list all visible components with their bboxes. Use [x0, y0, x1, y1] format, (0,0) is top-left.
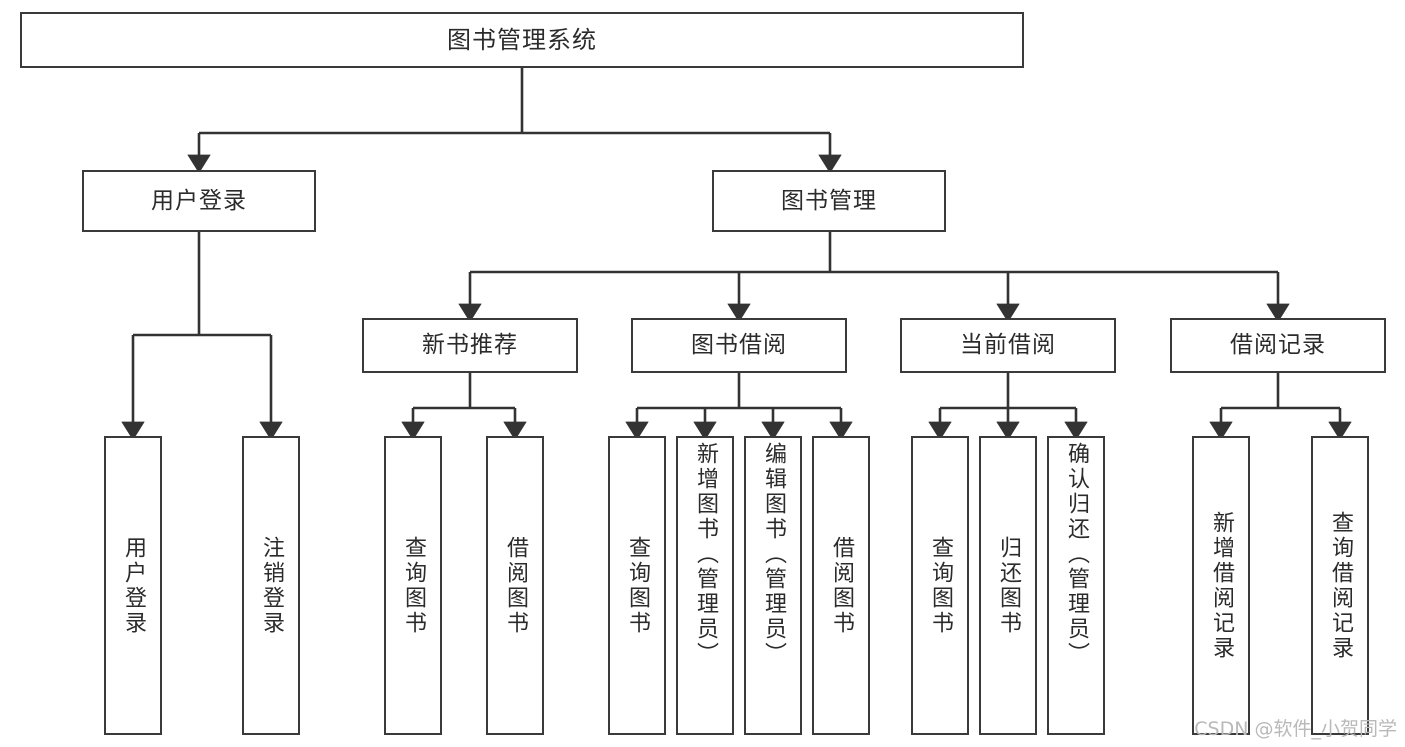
node-leaf-query-record-label: 查询借阅记录 — [1327, 510, 1353, 661]
node-current-borrow-label: 当前借阅 — [960, 332, 1056, 358]
node-new-book-recommend-label: 新书推荐 — [422, 332, 518, 358]
node-leaf-add-book[interactable]: 新增图书（管理员） — [676, 436, 734, 735]
node-root-label: 图书管理系统 — [447, 26, 597, 54]
node-leaf-query-book-1[interactable]: 查询图书 — [384, 436, 442, 735]
node-current-borrow[interactable]: 当前借阅 — [900, 318, 1116, 373]
node-new-book-recommend[interactable]: 新书推荐 — [362, 318, 578, 373]
node-leaf-user-logout[interactable]: 注销登录 — [242, 436, 300, 735]
node-leaf-query-book-3[interactable]: 查询图书 — [911, 436, 969, 735]
node-book-borrow[interactable]: 图书借阅 — [631, 318, 847, 373]
node-book-management-label: 图书管理 — [781, 187, 877, 214]
node-leaf-user-logout-label: 注销登录 — [258, 535, 284, 636]
node-leaf-query-book-1-label: 查询图书 — [400, 535, 426, 636]
node-leaf-user-login[interactable]: 用户登录 — [104, 436, 162, 735]
node-leaf-add-record-label: 新增借阅记录 — [1208, 510, 1234, 661]
node-root[interactable]: 图书管理系统 — [20, 12, 1024, 68]
node-leaf-confirm-return[interactable]: 确认归还（管理员） — [1047, 436, 1105, 735]
node-leaf-query-book-2-label: 查询图书 — [624, 535, 650, 636]
node-leaf-confirm-return-label: 确认归还（管理员） — [1063, 442, 1089, 667]
node-leaf-borrow-book-2[interactable]: 借阅图书 — [812, 436, 870, 735]
node-leaf-return-book-label: 归还图书 — [995, 535, 1021, 636]
csdn-watermark: CSDN @软件_小贺同学 — [1194, 718, 1397, 740]
node-borrow-record[interactable]: 借阅记录 — [1170, 318, 1386, 373]
node-leaf-borrow-book-1-label: 借阅图书 — [502, 535, 528, 636]
node-book-management[interactable]: 图书管理 — [712, 170, 946, 232]
node-borrow-record-label: 借阅记录 — [1230, 332, 1326, 358]
node-leaf-query-book-3-label: 查询图书 — [927, 535, 953, 636]
node-leaf-add-book-label: 新增图书（管理员） — [692, 442, 718, 667]
node-leaf-return-book[interactable]: 归还图书 — [979, 436, 1037, 735]
node-leaf-user-login-label: 用户登录 — [120, 535, 146, 636]
node-leaf-query-book-2[interactable]: 查询图书 — [608, 436, 666, 735]
node-leaf-query-record[interactable]: 查询借阅记录 — [1311, 436, 1369, 735]
node-leaf-borrow-book-1[interactable]: 借阅图书 — [486, 436, 544, 735]
node-user-login-label: 用户登录 — [151, 187, 247, 214]
node-leaf-edit-book-label: 编辑图书（管理员） — [760, 442, 786, 667]
node-leaf-borrow-book-2-label: 借阅图书 — [828, 535, 854, 636]
node-user-login[interactable]: 用户登录 — [82, 170, 316, 232]
node-book-borrow-label: 图书借阅 — [691, 332, 787, 358]
node-leaf-add-record[interactable]: 新增借阅记录 — [1192, 436, 1250, 735]
node-leaf-edit-book[interactable]: 编辑图书（管理员） — [744, 436, 802, 735]
